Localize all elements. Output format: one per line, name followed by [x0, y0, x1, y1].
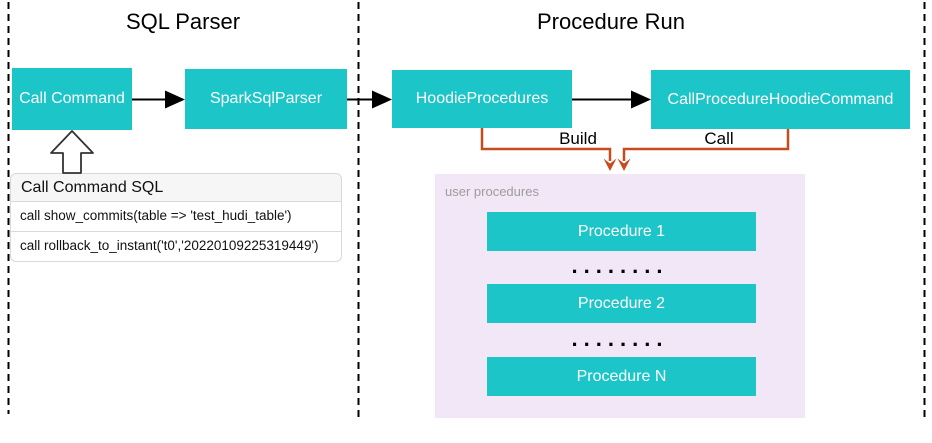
section-title-procedure-run: Procedure Run	[537, 9, 685, 34]
edge-label-call: Call	[676, 130, 762, 147]
call-command-sql-panel: Call Command SQL call show_commits(table…	[10, 173, 342, 262]
node-call-procedure-hoodie-command: CallProcedureHoodieCommand	[651, 70, 910, 129]
sql-statement: call show_commits(table => 'test_hudi_ta…	[10, 202, 342, 232]
node-call-command: Call Command	[12, 68, 132, 130]
node-procedure-2: Procedure 2	[487, 284, 756, 323]
node-hoodie-procedures: HoodieProcedures	[392, 70, 572, 128]
node-procedure-1: Procedure 1	[487, 212, 756, 251]
node-spark-sql-parser: SparkSqlParser	[185, 69, 347, 129]
sql-statement: call rollback_to_instant('t0','202201092…	[10, 232, 342, 262]
hollow-up-arrow	[50, 130, 94, 174]
arrowhead-build	[603, 158, 617, 171]
node-procedure-n: Procedure N	[487, 357, 756, 396]
user-procedures-label: user procedures	[445, 184, 539, 199]
ellipsis-dots: ........	[571, 326, 669, 351]
edge-label-build: Build	[535, 130, 621, 147]
arrowhead-call	[617, 158, 631, 171]
ellipsis-dots: ........	[571, 253, 669, 278]
user-procedures-group: user procedures Procedure 1 ........ Pro…	[435, 174, 805, 418]
sql-panel-title: Call Command SQL	[10, 173, 342, 202]
section-title-sql-parser: SQL Parser	[125, 9, 241, 34]
